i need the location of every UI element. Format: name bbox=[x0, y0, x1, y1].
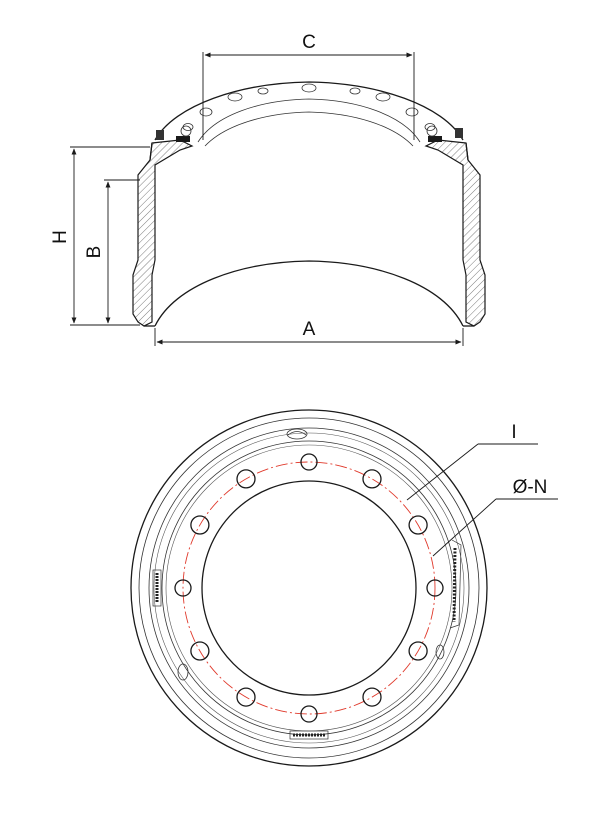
dim-h-label: H bbox=[50, 230, 71, 244]
right-wall-section bbox=[424, 139, 486, 327]
left-wall-section bbox=[132, 139, 194, 327]
drum-mouth-arc bbox=[154, 260, 464, 327]
stamp-right bbox=[449, 539, 462, 629]
bolt-hole bbox=[174, 579, 192, 597]
top-slot bbox=[287, 431, 307, 436]
bolt-hole bbox=[408, 515, 428, 535]
stamp-bottom bbox=[289, 730, 329, 740]
flange-outer-arc bbox=[154, 81, 464, 141]
left-slot-outline bbox=[177, 663, 189, 681]
bolt-hole bbox=[426, 579, 444, 597]
leader-i bbox=[406, 443, 479, 501]
bolt-hole bbox=[362, 687, 382, 707]
bolt-hole bbox=[236, 687, 256, 707]
label-n: Ø-N bbox=[513, 477, 548, 498]
side-view: C H B A bbox=[50, 32, 486, 346]
bolt-hole bbox=[362, 469, 382, 489]
flange-bolt-holes bbox=[182, 83, 436, 131]
dim-a-label: A bbox=[303, 319, 316, 340]
bolt-hole bbox=[300, 705, 318, 723]
bolt-hole bbox=[300, 453, 318, 471]
bolt-hole bbox=[190, 641, 210, 661]
right-hole-section bbox=[426, 125, 438, 137]
bolt-circle-centerline bbox=[182, 461, 436, 715]
drum-step-circle bbox=[153, 432, 465, 744]
drum-edge-circle bbox=[148, 427, 470, 749]
bolt-hole bbox=[190, 515, 210, 535]
top-slot-outline bbox=[286, 428, 308, 440]
flange-outer-circle bbox=[161, 440, 457, 736]
top-view: I Ø-N bbox=[130, 409, 558, 767]
flange-inner-arc bbox=[197, 98, 421, 143]
bolt-hole bbox=[236, 469, 256, 489]
left-stamp-mark bbox=[156, 130, 164, 140]
bolt-holes bbox=[174, 453, 444, 723]
rim-inner-circle bbox=[138, 417, 480, 759]
hub-bore-arc bbox=[204, 111, 414, 147]
flange-step-circle bbox=[165, 444, 453, 732]
right-seal-mark bbox=[428, 136, 442, 142]
left-outer-body bbox=[149, 142, 153, 161]
stamp-left bbox=[152, 569, 162, 607]
leader-n bbox=[432, 498, 497, 557]
dim-c-label: C bbox=[302, 32, 316, 53]
left-seal-mark bbox=[176, 136, 190, 142]
right-stamp-mark bbox=[455, 128, 463, 138]
dim-b-label: B bbox=[84, 246, 105, 259]
right-outer-body bbox=[465, 142, 469, 161]
right-slot-outline bbox=[435, 644, 445, 660]
hub-bore-circle bbox=[201, 480, 417, 696]
bolt-hole bbox=[408, 641, 428, 661]
outer-rim-circle bbox=[130, 409, 488, 767]
left-hole-section bbox=[180, 125, 192, 137]
label-i: I bbox=[511, 422, 516, 443]
